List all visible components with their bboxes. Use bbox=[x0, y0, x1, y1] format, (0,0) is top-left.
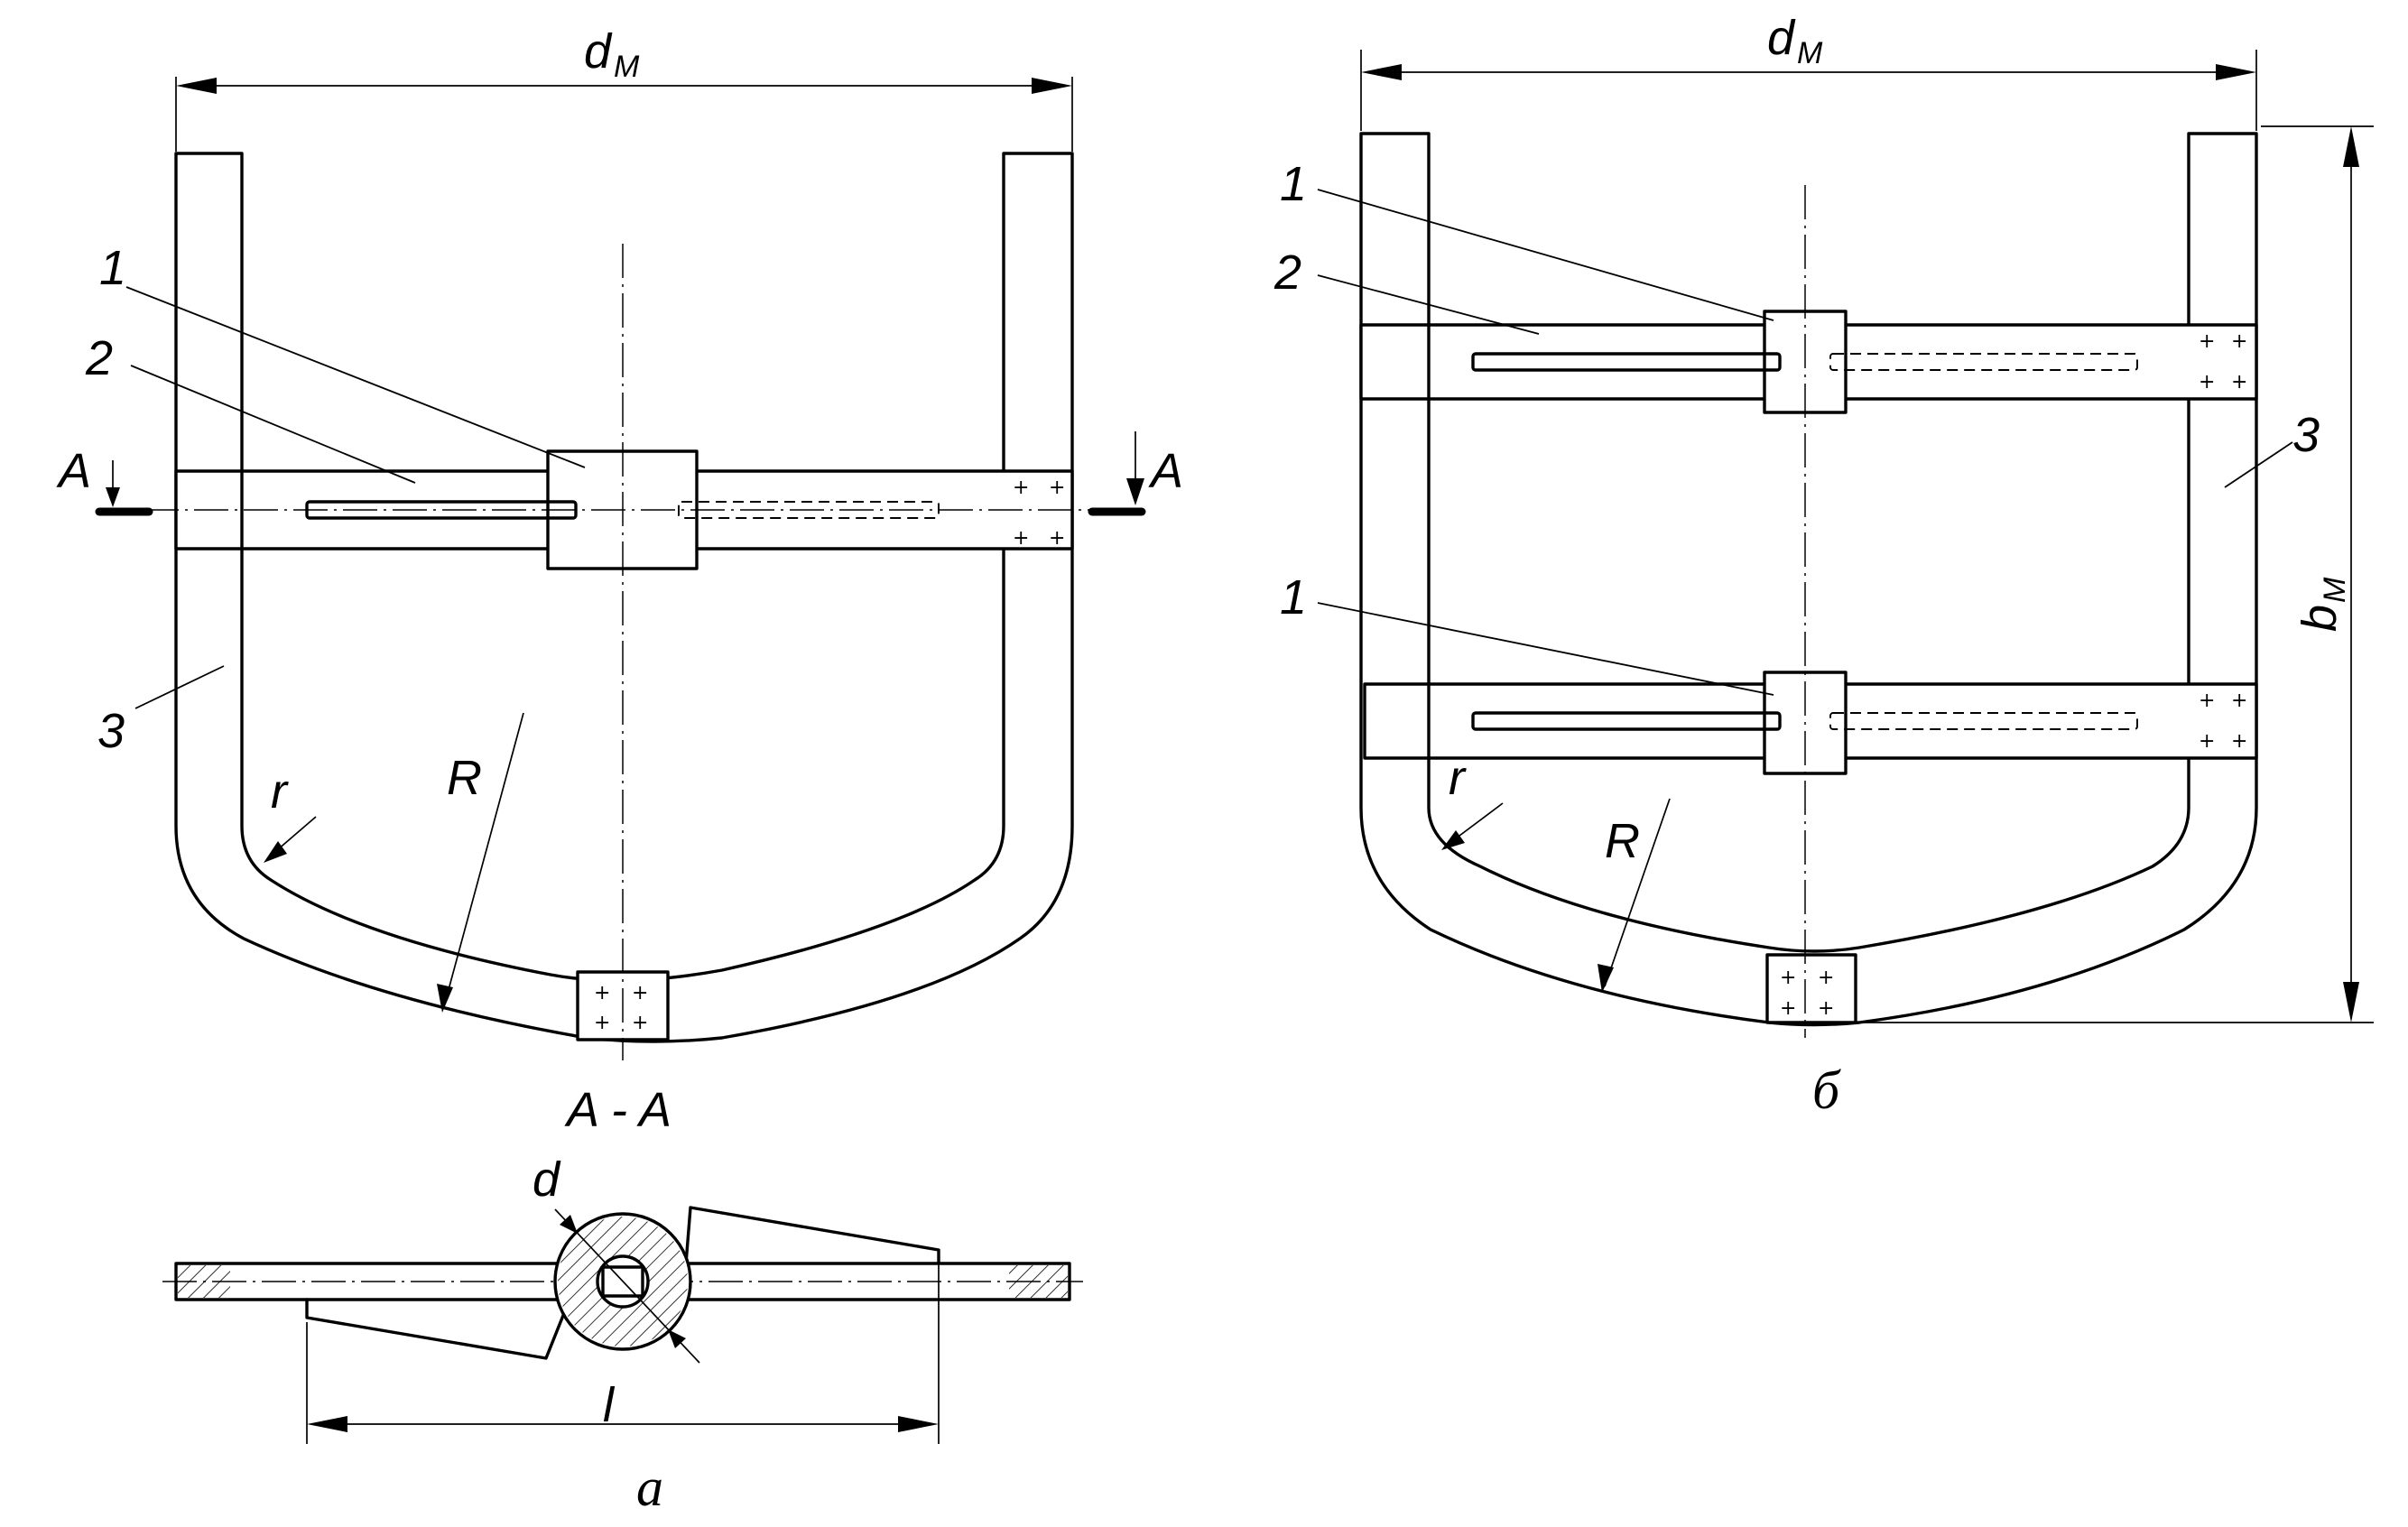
part-label-2: 2 bbox=[85, 331, 113, 385]
section-mark-left: A bbox=[56, 444, 91, 498]
part-label-3: 3 bbox=[97, 704, 125, 758]
radius-small-label: r bbox=[271, 764, 289, 819]
section-title: A - A bbox=[564, 1083, 671, 1137]
svg-text:+: + bbox=[2199, 330, 2215, 353]
part-label-1: 1 bbox=[99, 241, 126, 295]
part-label-1-upper: 1 bbox=[1280, 157, 1307, 211]
svg-text:+: + bbox=[594, 1012, 610, 1034]
svg-text:+: + bbox=[1049, 477, 1065, 499]
svg-text:+: + bbox=[2199, 371, 2215, 393]
svg-text:+: + bbox=[2199, 689, 2215, 712]
svg-text:+: + bbox=[632, 1012, 648, 1034]
radius-large-label: R bbox=[447, 751, 482, 805]
svg-text:+: + bbox=[632, 982, 648, 1004]
section-length-label: l bbox=[603, 1378, 616, 1432]
anchor-frame-outer bbox=[1359, 132, 2258, 1027]
anchor-frame-outer bbox=[174, 152, 1074, 1043]
svg-text:+: + bbox=[1818, 967, 1834, 989]
svg-text:+: + bbox=[2231, 689, 2247, 712]
section-mark-right: A bbox=[1148, 444, 1183, 498]
figure-a-caption: а bbox=[636, 1458, 663, 1517]
svg-text:+: + bbox=[594, 982, 610, 1004]
dim-height-label: b bbox=[2292, 605, 2347, 632]
part-label-2: 2 bbox=[1273, 245, 1301, 300]
svg-text:+: + bbox=[2231, 730, 2247, 753]
figure-a-anchor-stirrer: + + + + + + + + d M A A bbox=[56, 24, 1183, 1060]
figure-b-anchor-stirrer: + + + + + + + + + + + + d M bbox=[1273, 11, 2374, 1120]
section-diameter-label: d bbox=[533, 1152, 561, 1207]
section-a-a: A - A d l а bbox=[162, 1083, 1083, 1517]
part-label-3: 3 bbox=[2292, 408, 2320, 462]
dim-width-subscript: M bbox=[1797, 36, 1823, 70]
radius-small-label: r bbox=[1449, 751, 1467, 805]
dim-width-subscript: M bbox=[614, 50, 640, 84]
dim-width-label: d bbox=[584, 24, 613, 79]
part-label-1-lower: 1 bbox=[1280, 570, 1307, 625]
dim-width-label: d bbox=[1767, 11, 1796, 65]
figure-b-caption: б bbox=[1812, 1060, 1841, 1120]
svg-text:+: + bbox=[1780, 967, 1796, 989]
svg-text:+: + bbox=[1049, 527, 1065, 550]
svg-text:+: + bbox=[1780, 997, 1796, 1020]
dim-height-subscript: M bbox=[2318, 577, 2352, 603]
svg-text:+: + bbox=[2231, 371, 2247, 393]
svg-text:+: + bbox=[1013, 477, 1029, 499]
svg-text:+: + bbox=[2231, 330, 2247, 353]
svg-text:+: + bbox=[2199, 730, 2215, 753]
svg-text:+: + bbox=[1818, 997, 1834, 1020]
svg-text:+: + bbox=[1013, 527, 1029, 550]
radius-large-label: R bbox=[1605, 814, 1640, 868]
